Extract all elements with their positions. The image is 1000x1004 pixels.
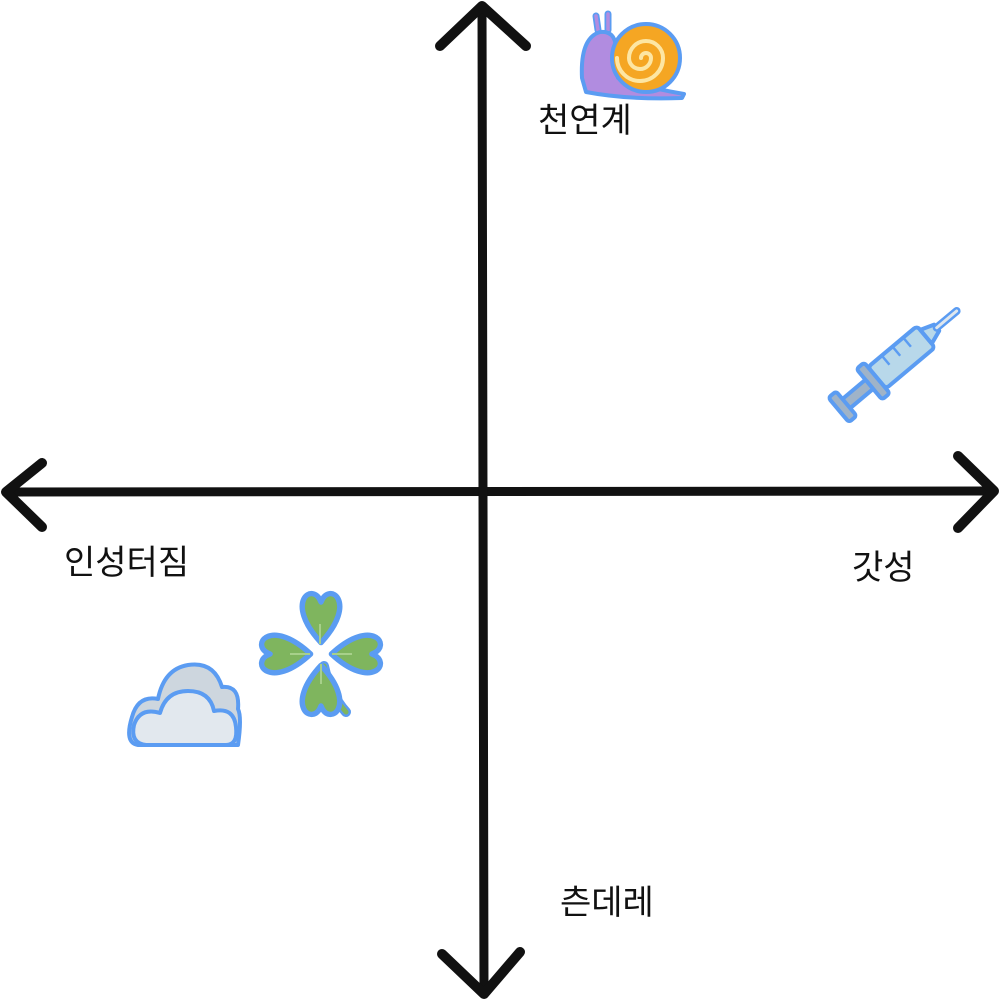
syringe-icon [827,307,961,424]
four-leaf-clover-icon [258,590,384,718]
axis-label-right: 갓성 [852,548,915,588]
axis-label-top: 천연계 [538,101,632,141]
snail-icon [579,10,686,101]
axis-label-left: 인성터짐 [64,543,190,583]
vertical-axis-line [477,1,489,999]
horizontal-axis-line [1,486,999,497]
horizontal-axis [1,451,999,533]
cloud-icon [127,662,242,747]
right-arrow-head [953,451,999,533]
top-arrow-head [435,1,531,51]
bottom-arrow-head [437,947,525,999]
left-arrow-head [1,458,47,532]
axis-label-bottom: 츤데레 [560,883,654,923]
vertical-axis [435,1,531,999]
